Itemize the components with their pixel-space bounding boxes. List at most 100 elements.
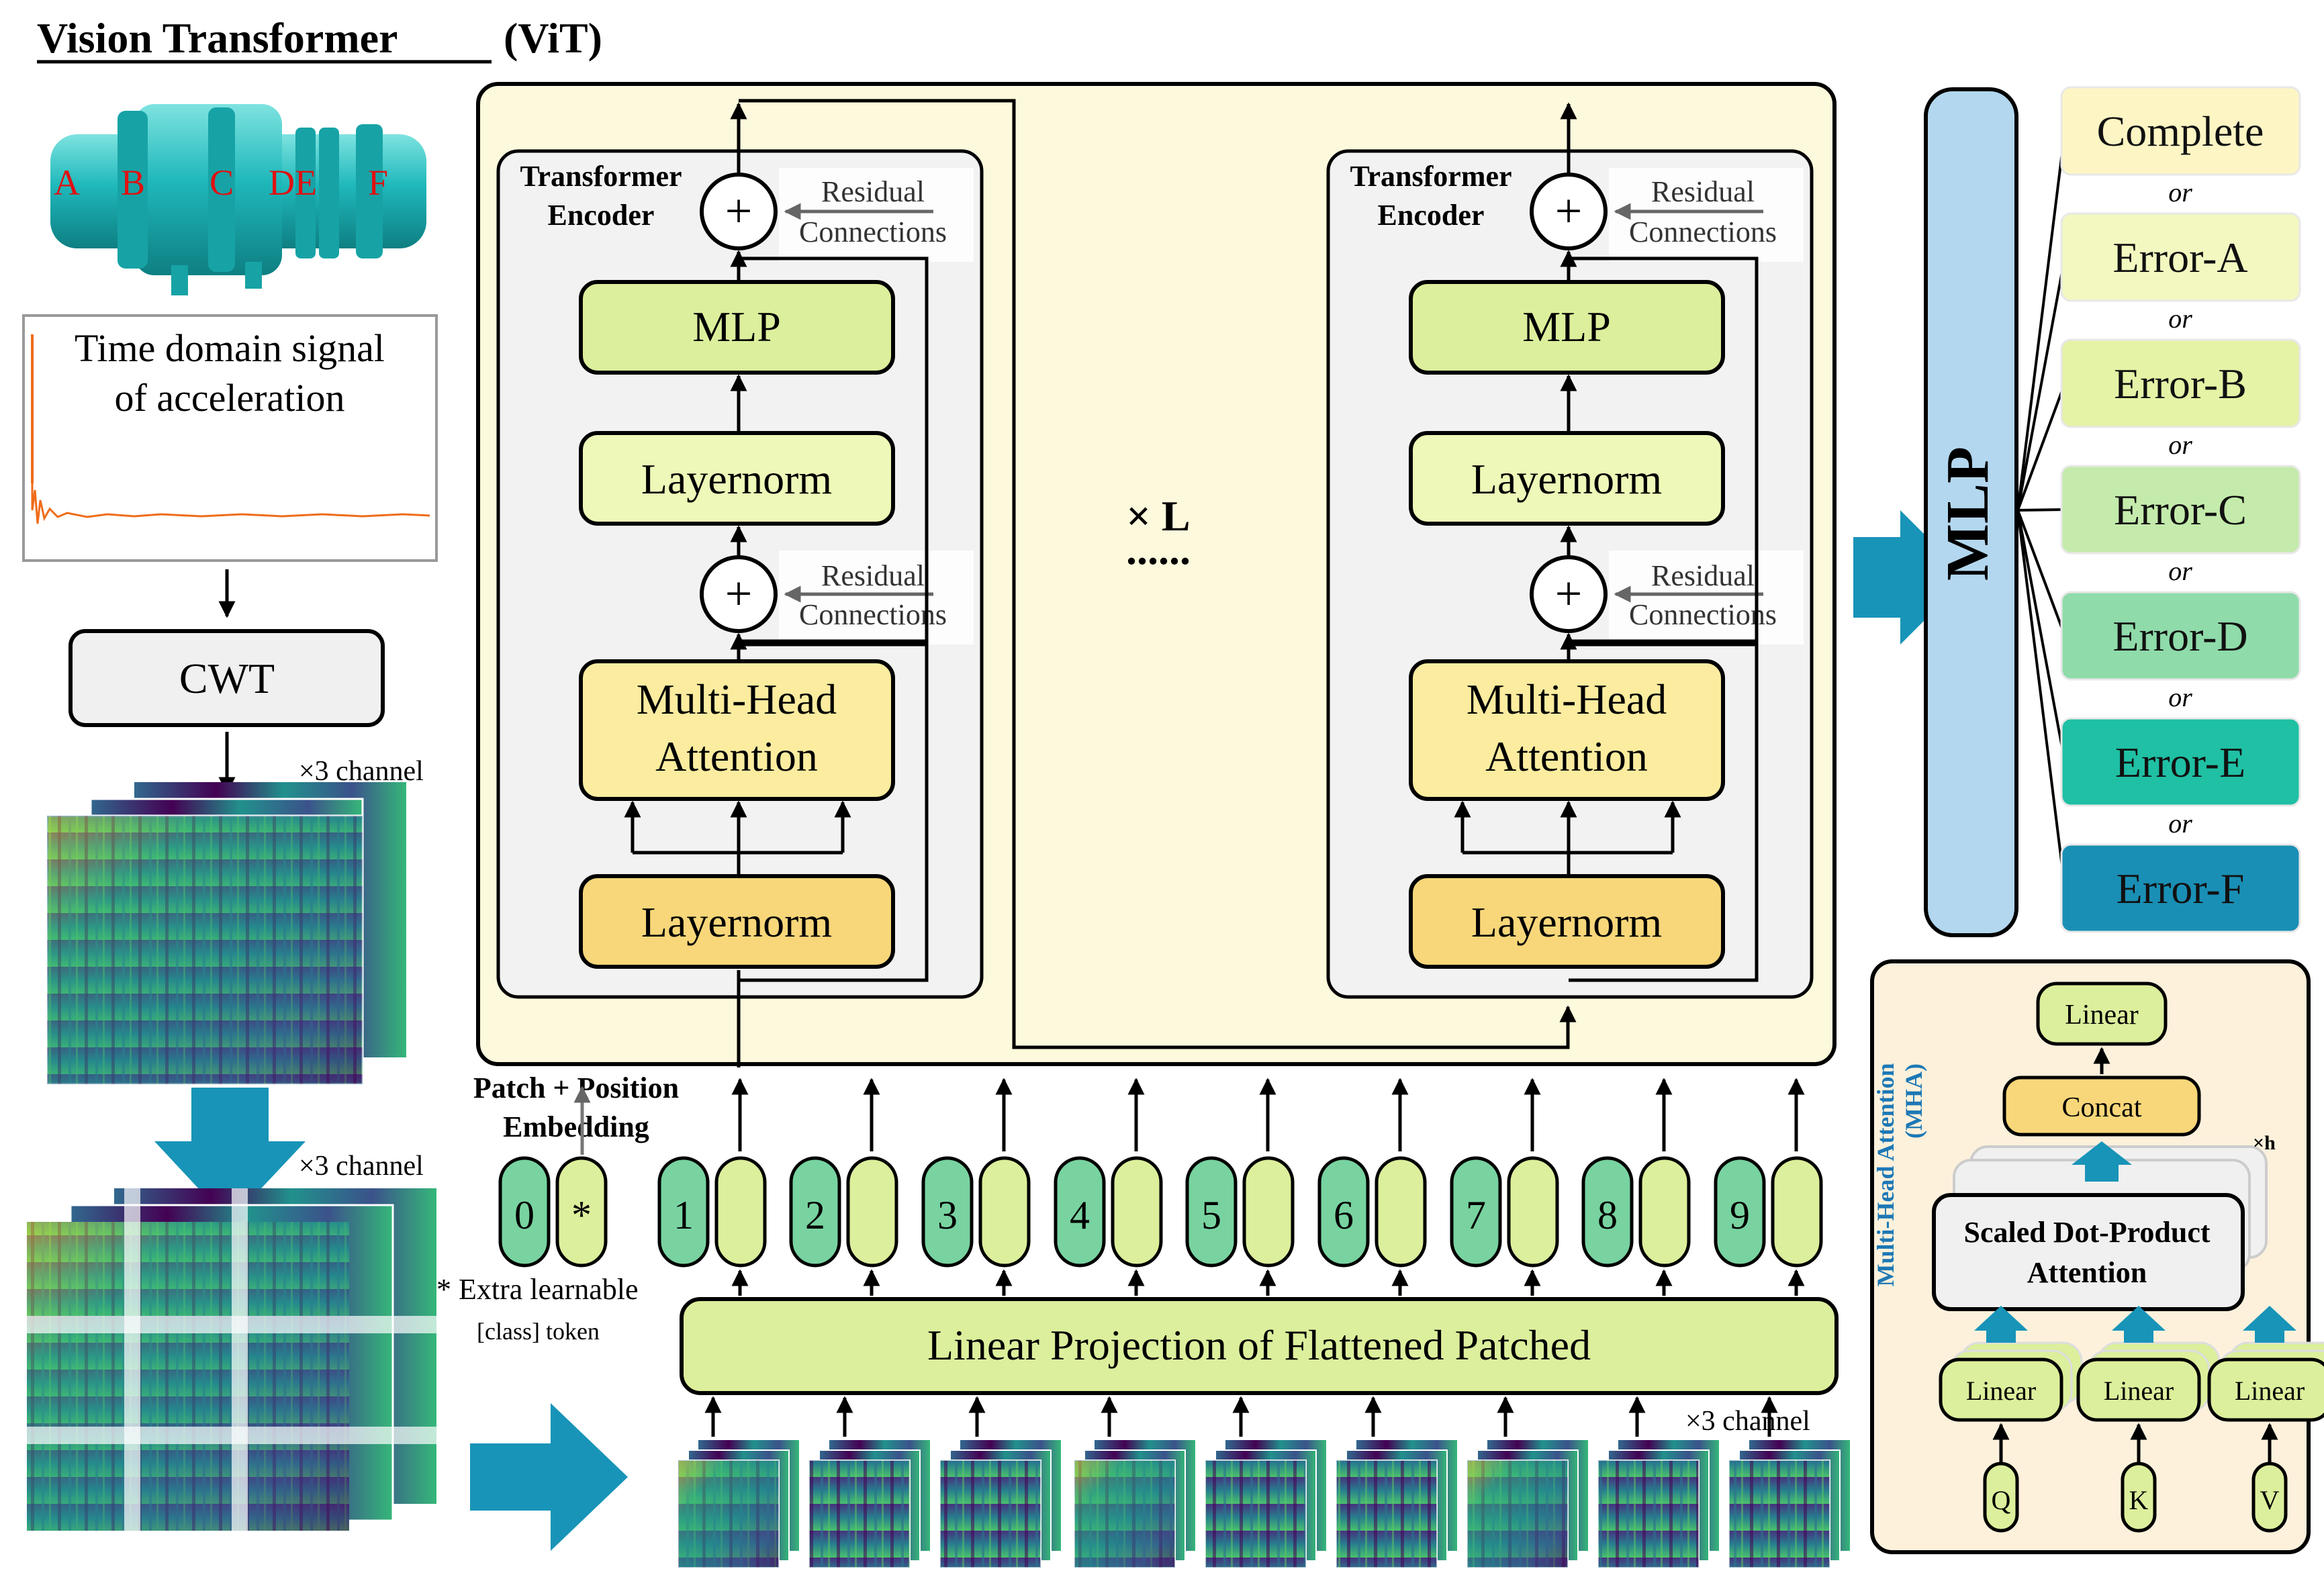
mha-sdpa-line1: Scaled Dot-Product [1963, 1216, 2210, 1249]
token-label: 5 [1201, 1193, 1221, 1237]
extra-token-note-line2: [class] token [477, 1318, 600, 1345]
mha-input-k: K [2121, 1462, 2157, 1533]
token-label: 7 [1466, 1193, 1486, 1237]
encoder-title-2a: Transformer [1350, 160, 1512, 193]
channel-label-1: ×3 channel [299, 756, 424, 787]
mha-linear-label: Linear [2235, 1376, 2305, 1406]
mlp-head-label: MLP [1935, 446, 2001, 581]
mha-concat-label: Concat [2062, 1092, 2142, 1123]
cyan-arrow-down [154, 1088, 306, 1222]
mha-linear-q: Linear [1939, 1306, 2083, 1477]
token-4: 4 [1054, 1156, 1106, 1268]
or-separator: or [2168, 682, 2192, 712]
token-embedding-2 [846, 1156, 898, 1268]
cyan-arrow-right [470, 1403, 628, 1551]
encoder-1-mha-line2: Attention [655, 732, 818, 780]
token-label: * [571, 1193, 592, 1237]
scalogram-stack: ×3 channel [46, 756, 424, 1086]
token-label: 1 [673, 1193, 694, 1237]
output-complete: Complete [2060, 86, 2301, 176]
token-6: 6 [1317, 1156, 1370, 1268]
pipe-label-de: DE [269, 162, 317, 203]
residual-2a-line2: Connections [1629, 216, 1777, 248]
token-embedding-4 [1111, 1156, 1163, 1268]
token-5: 5 [1185, 1156, 1238, 1268]
residual-1b-line2: Connections [799, 598, 947, 631]
token-0: 0 [498, 1156, 551, 1268]
output-label: Error-D [2112, 612, 2247, 660]
pipe-device-image: A B C DE F [50, 104, 426, 295]
transformer-encoder-1: Transformer Encoder Residual Connections… [496, 102, 984, 1067]
encoder-1-mha-line1: Multi-Head [637, 675, 837, 723]
or-separator: or [2168, 556, 2192, 586]
token-9: 9 [1714, 1156, 1766, 1268]
residual-1b-line1: Residual [821, 559, 925, 592]
token-embedding-3 [978, 1156, 1031, 1268]
patch-7 [1467, 1396, 1588, 1568]
residual-2b-line2: Connections [1629, 598, 1777, 631]
token-label: 3 [937, 1193, 958, 1237]
or-separator: or [2168, 808, 2192, 839]
mha-linear-v: Linear [2207, 1306, 2324, 1477]
output-label: Error-B [2114, 360, 2247, 408]
mha-linear-k: Linear [2076, 1306, 2221, 1477]
mha-linear-out-label: Linear [2065, 1000, 2139, 1031]
or-separator: or [2168, 303, 2192, 334]
token-7: 7 [1450, 1156, 1502, 1268]
signal-label-line2: of acceleration [115, 376, 345, 420]
channel-label-2: ×3 channel [299, 1151, 424, 1182]
extra-token-note-line1: * Extra learnable [436, 1273, 639, 1306]
token-embedding-7 [1507, 1156, 1559, 1268]
token-embedding-5 [1242, 1156, 1295, 1268]
output-label: Error-F [2117, 865, 2245, 912]
cwt-label: CWT [179, 655, 275, 702]
pipe-label-b: B [121, 162, 145, 203]
token-8: 8 [1581, 1156, 1634, 1268]
embedding-label-line2: Embedding [503, 1110, 649, 1143]
token-label: 0 [514, 1193, 534, 1237]
residual-add-1b-symbol: + [725, 567, 753, 620]
mha-times-h: ×h [2253, 1132, 2276, 1154]
or-separator: or [2168, 430, 2192, 460]
token-label: 4 [1070, 1193, 1090, 1237]
mha-input-q: Q [1983, 1462, 2019, 1533]
mlp-output-connectors [2016, 130, 2068, 890]
mha-panel-title-line2: (MHA) [1900, 1063, 1927, 1139]
patch-5 [1205, 1396, 1326, 1568]
output-label: Error-E [2115, 738, 2245, 786]
encoder-1-layernorm-bottom-label: Layernorm [641, 898, 832, 946]
channel-label-3: ×3 channel [1685, 1406, 1810, 1437]
patch-grid-stack: ×3 channel [27, 1151, 436, 1531]
output-error-d: Error-D [2060, 591, 2301, 681]
mha-linear-label: Linear [2104, 1376, 2174, 1406]
encoder-title-1a: Transformer [520, 160, 682, 193]
linear-projection-box: Linear Projection of Flattened Patched [680, 1297, 1839, 1395]
encoder-1-mlp-label: MLP [692, 303, 781, 350]
residual-1a-line2: Connections [799, 216, 947, 248]
title-text: Vision Transformer [37, 14, 398, 62]
patch-3 [939, 1396, 1061, 1568]
encoder-1-layernorm-top-label: Layernorm [641, 455, 832, 503]
residual-2b-line1: Residual [1651, 559, 1755, 592]
token-3: 3 [921, 1156, 974, 1268]
flattened-patches [678, 1396, 1850, 1568]
mha-sdpa-line2: Attention [2027, 1256, 2147, 1289]
patch-6 [1336, 1396, 1457, 1568]
residual-2a-line1: Residual [1651, 175, 1755, 208]
mha-panel-title-line1: Multi-Head Attention [1872, 1063, 1899, 1287]
token-label: 9 [1730, 1193, 1750, 1237]
mha-linear-label: Linear [1966, 1376, 2036, 1406]
output-error-c: Error-C [2060, 465, 2301, 555]
encoder-title-2b: Encoder [1378, 199, 1485, 232]
output-error-a: Error-A [2060, 212, 2301, 302]
class-outputs: CompleteorError-AorError-BorError-CorErr… [2060, 86, 2301, 933]
mlp-head: MLP [1924, 87, 2018, 937]
signal-plot: Time domain signal of acceleration [22, 314, 438, 562]
mha-linear-out [2036, 982, 2168, 1046]
transformer-encoder-2: Transformer Encoder Residual Connections… [1326, 102, 1814, 999]
token-label: 2 [805, 1193, 825, 1237]
mha-concat [2002, 1076, 2201, 1137]
mha-input-label: V [2260, 1485, 2280, 1515]
mha-input-label: K [2129, 1485, 2149, 1515]
